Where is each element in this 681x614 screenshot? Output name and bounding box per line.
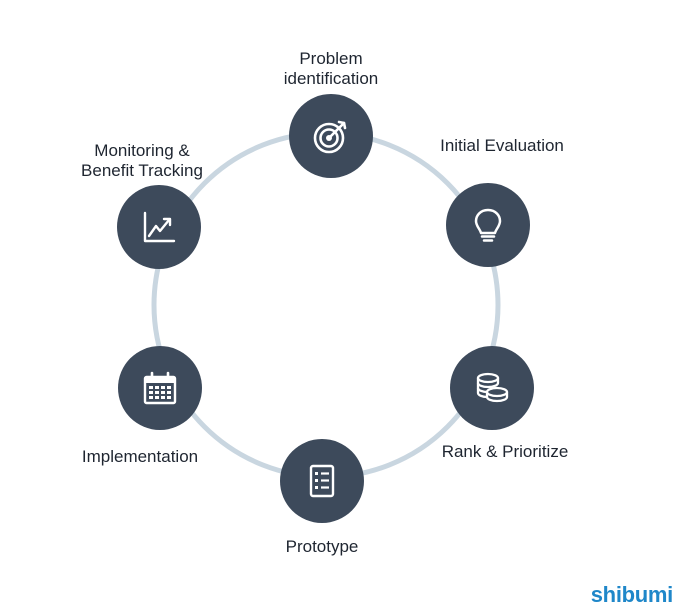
stage-implementation xyxy=(118,346,202,430)
trend-chart-icon xyxy=(143,211,176,243)
lightbulb-icon xyxy=(474,208,502,242)
coins-icon xyxy=(476,372,509,403)
stage-label-monitoring-benefit-tracking: Monitoring & Benefit Tracking xyxy=(81,141,203,180)
stage-prototype xyxy=(280,439,364,523)
stage-monitoring-benefit-tracking xyxy=(117,185,201,269)
stage-label-initial-evaluation: Initial Evaluation xyxy=(440,136,564,155)
stage-rank-prioritize xyxy=(450,346,534,430)
checklist-icon xyxy=(309,464,335,498)
stage-label-prototype: Prototype xyxy=(285,537,359,556)
calendar-icon xyxy=(143,371,177,405)
stage-problem-identification xyxy=(289,94,373,178)
stage-label-implementation: Implementation xyxy=(81,447,199,466)
shibumi-logo: shibumi xyxy=(590,582,674,607)
stage-label-rank-prioritize: Rank & Prioritize xyxy=(441,442,569,461)
target-icon xyxy=(313,120,347,154)
stage-label-problem-identification: Problem identification xyxy=(283,49,379,88)
stage-initial-evaluation xyxy=(446,183,530,267)
